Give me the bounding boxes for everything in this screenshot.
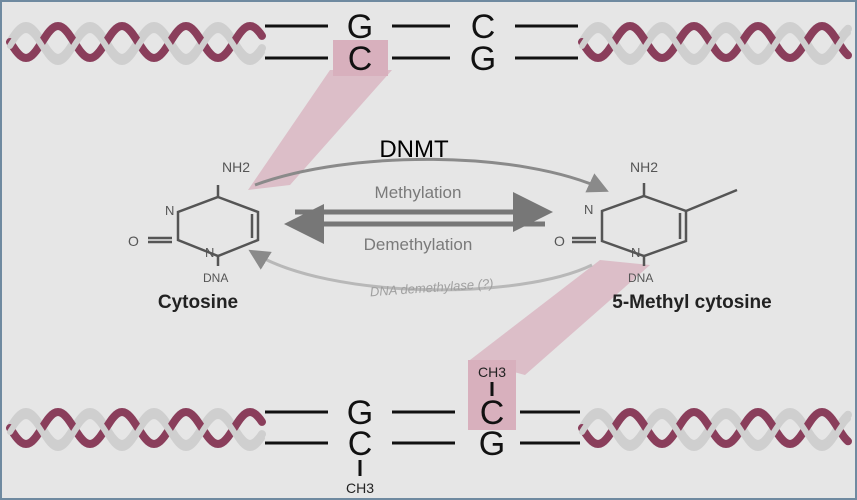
bottom-base-g1: G <box>347 394 373 432</box>
helix-strand <box>579 26 851 66</box>
methylcytosine-oxygen: O <box>554 233 565 249</box>
top-base-g1: G <box>347 8 373 46</box>
demethylation-label: Demethylation <box>364 235 473 254</box>
methylation-curve-arrow <box>254 157 609 193</box>
methylcytosine-amine: NH2 <box>630 159 658 175</box>
methylcytosine-n-ring: N <box>584 202 593 217</box>
cytosine-title: Cytosine <box>158 292 238 313</box>
bottom-base-c1: C <box>480 394 505 432</box>
top-highlight-box <box>333 40 388 76</box>
bottom-methyl-bottom: CH3 <box>346 480 374 496</box>
top-base-g2: G <box>470 40 496 78</box>
top-base-c1: C <box>471 8 496 46</box>
helix-strand <box>6 407 266 449</box>
helix-top-right <box>578 21 852 66</box>
bottom-base-c2: C <box>348 425 373 463</box>
top-base-c2: C <box>348 40 373 78</box>
cytosine-n-bottom: N <box>205 245 214 260</box>
bottom-base-g2: G <box>479 425 505 463</box>
cytosine-n-ring: N <box>165 203 174 218</box>
cytosine-structure <box>148 185 260 266</box>
methylation-label: Methylation <box>375 183 462 202</box>
cytosine-amine: NH2 <box>222 159 250 175</box>
helix-bottom-right <box>578 407 852 452</box>
cytosine-attach: DNA <box>203 271 228 285</box>
helix-top-left <box>6 21 266 66</box>
helix-strand <box>6 21 266 63</box>
helix-strand <box>7 26 265 66</box>
demethylase-curve-arrow <box>248 249 593 292</box>
methylcytosine-structure <box>572 183 738 266</box>
bottom-base-pairs <box>265 410 580 445</box>
methylcytosine-attach: DNA <box>628 271 653 285</box>
helix-strand <box>579 412 851 452</box>
methylcytosine-n-bottom: N <box>631 245 640 260</box>
connector-band-bottom <box>470 260 650 375</box>
methylcytosine-title: 5-Methyl cytosine <box>612 292 771 313</box>
helix-bottom-left <box>6 407 266 452</box>
bottom-methyl-top: CH3 <box>478 364 506 380</box>
top-base-pairs <box>265 24 578 60</box>
connector-band-top <box>248 70 392 190</box>
helix-strand <box>7 412 265 452</box>
cytosine-oxygen: O <box>128 233 139 249</box>
